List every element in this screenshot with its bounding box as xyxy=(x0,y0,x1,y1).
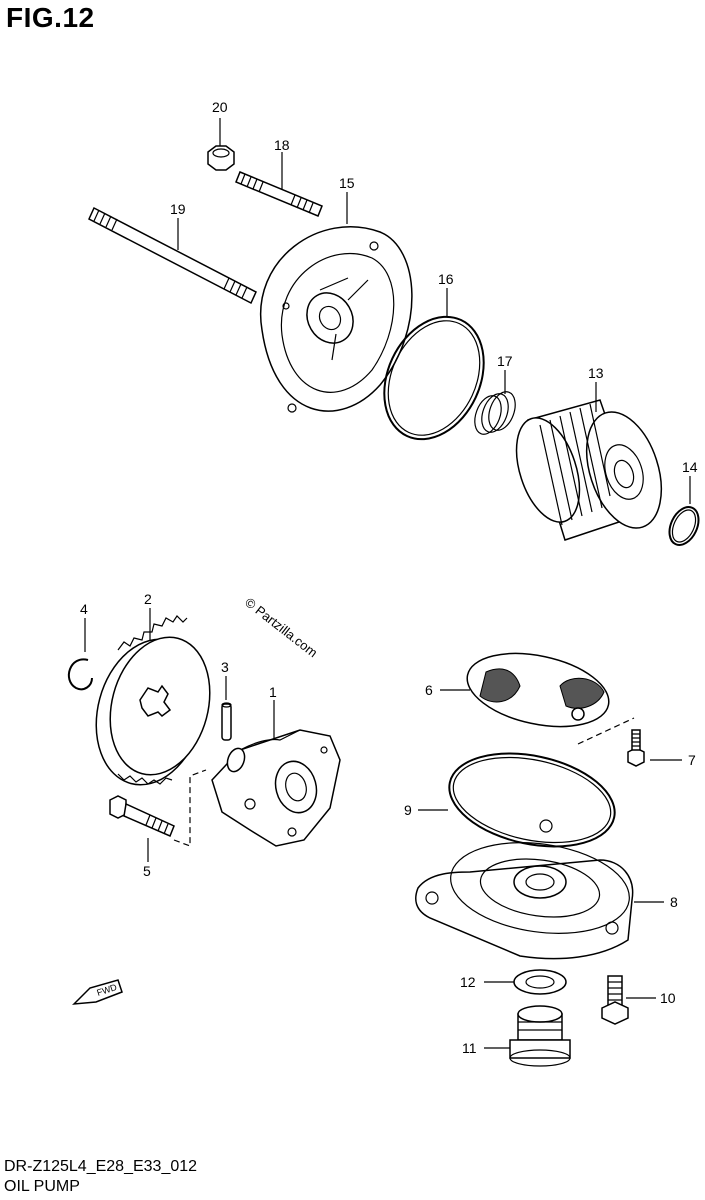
callout-15[interactable]: 15 xyxy=(339,175,355,191)
part-5-bolt[interactable] xyxy=(109,795,175,837)
figure-title: FIG.12 xyxy=(6,2,95,33)
leader-7-dashed xyxy=(577,717,635,745)
callout-18[interactable]: 18 xyxy=(274,137,290,153)
callout-17[interactable]: 17 xyxy=(497,353,513,369)
part-7-bolt[interactable] xyxy=(627,729,645,767)
part-12-washer[interactable] xyxy=(513,969,567,995)
callout-5[interactable]: 5 xyxy=(143,863,151,879)
callout-16[interactable]: 16 xyxy=(438,271,454,287)
part-20-nut[interactable] xyxy=(207,145,235,171)
callout-6[interactable]: 6 xyxy=(425,682,433,698)
callout-9[interactable]: 9 xyxy=(404,802,412,818)
part-17-spring[interactable] xyxy=(470,388,520,438)
part-19-long-bolt[interactable] xyxy=(88,206,257,305)
fwd-arrow-icon: FWD xyxy=(72,979,123,1005)
part-10-bolt[interactable] xyxy=(601,975,629,1025)
part-1-oil-pump[interactable] xyxy=(211,729,341,847)
part-14-o-ring[interactable] xyxy=(664,502,704,549)
part-11-drain-plug[interactable] xyxy=(509,1005,571,1067)
callout-8[interactable]: 8 xyxy=(670,894,678,910)
section-name: OIL PUMP xyxy=(4,1178,80,1195)
part-6-strainer[interactable] xyxy=(461,642,616,738)
leader-5-dashed xyxy=(173,769,207,847)
callout-14[interactable]: 14 xyxy=(682,459,698,475)
part-16-o-ring[interactable] xyxy=(365,301,502,456)
part-2-gear[interactable] xyxy=(81,615,225,797)
part-3-pin[interactable] xyxy=(221,702,232,741)
callout-3[interactable]: 3 xyxy=(221,659,229,675)
callout-1[interactable]: 1 xyxy=(269,684,277,700)
callout-7[interactable]: 7 xyxy=(688,752,696,768)
callout-11[interactable]: 11 xyxy=(462,1040,477,1056)
watermark: © Partzilla.com xyxy=(242,595,320,661)
part-8-cap[interactable] xyxy=(415,819,635,960)
part-4-circlip[interactable] xyxy=(67,658,93,691)
part-18-stud[interactable] xyxy=(235,171,323,217)
callout-13[interactable]: 13 xyxy=(588,365,604,381)
callout-20[interactable]: 20 xyxy=(212,99,228,115)
callout-19[interactable]: 19 xyxy=(170,201,186,217)
part-15-cover[interactable] xyxy=(259,226,413,413)
callout-10[interactable]: 10 xyxy=(660,990,676,1006)
callout-2[interactable]: 2 xyxy=(144,591,152,607)
callout-12[interactable]: 12 xyxy=(460,974,476,990)
model-code: DR-Z125L4_E28_E33_012 xyxy=(4,1158,198,1175)
callout-4[interactable]: 4 xyxy=(80,601,88,617)
part-13-oil-filter[interactable] xyxy=(505,399,675,541)
